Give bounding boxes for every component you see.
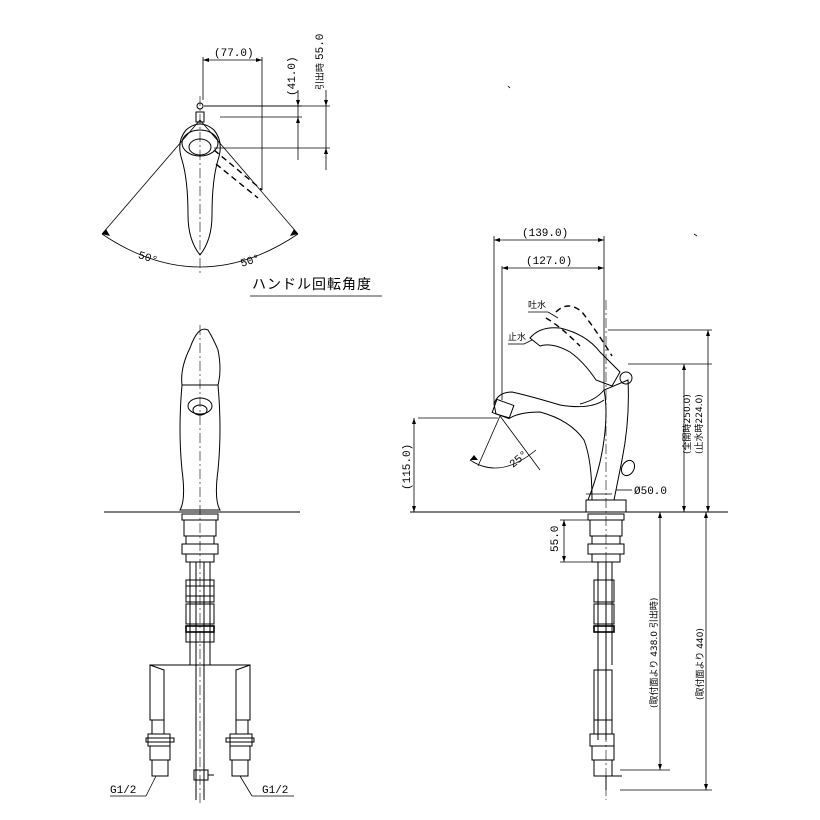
dim-height-115: (115.0)	[402, 444, 414, 490]
angle-left-label: 50°	[136, 250, 159, 268]
label-closed: 止水	[508, 331, 526, 343]
dim-width-77: (77.0)	[214, 48, 254, 60]
dim-55: 55.0	[550, 526, 562, 552]
side-view: 25° (139.0) (127.0)	[402, 228, 728, 800]
dim-extend-55: 55.0	[315, 34, 327, 60]
extend-label: 引出時	[314, 63, 326, 90]
front-view: G1/2 G1/2	[104, 325, 300, 805]
dim-440: (取付面より 440)	[695, 628, 706, 700]
dim-438: (取付面より 438.0 引出時)	[648, 598, 660, 708]
dim-offset-41: (41.0)	[287, 56, 299, 96]
connection-right-label: G1/2	[262, 785, 288, 797]
label-open: 吐水	[528, 299, 546, 311]
dim-127: (127.0)	[526, 256, 572, 268]
dim-closed: (止水時224.0)	[693, 394, 705, 454]
connection-left-label: G1/2	[110, 785, 136, 797]
angle-right-label: 50°	[239, 253, 262, 271]
dim-139: (139.0)	[522, 228, 568, 240]
dim-total-open: (全開時250.0)	[681, 394, 693, 454]
dim-diameter: Ø50.0	[634, 486, 667, 498]
rotation-caption: ハンドル回転角度	[252, 277, 372, 293]
top-view: (77.0) (41.0) 55.0 引出時 50° 50° ハンドル回転角度	[101, 34, 382, 297]
